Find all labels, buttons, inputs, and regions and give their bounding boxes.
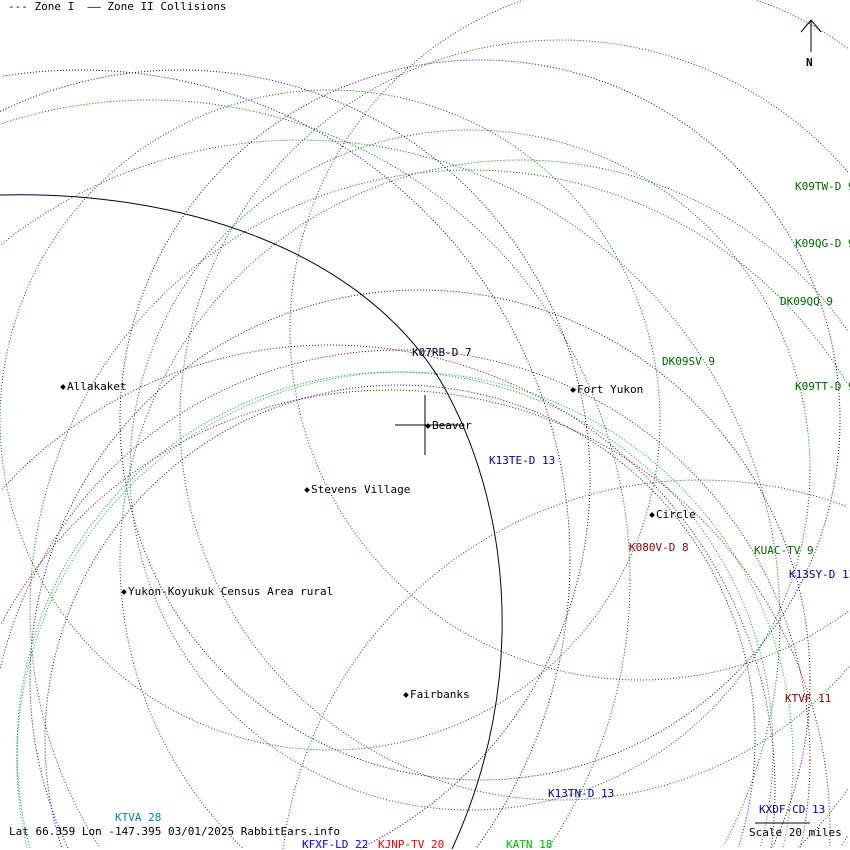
contour-k09tw	[289, 0, 849, 681]
town-marker-icon	[403, 692, 409, 698]
station-dk09qq[interactable]: DK09QQ 9	[780, 295, 833, 308]
footer-coords: Lat 66.359 Lon -147.395 03/01/2025 Rabbi…	[9, 825, 341, 838]
compass-label: N	[806, 56, 813, 69]
town-fairbanks[interactable]: Fairbanks	[403, 688, 470, 701]
contour-kjnp	[1, 389, 831, 846]
town-label: Allakaket	[67, 380, 127, 393]
contour-katn	[16, 371, 794, 848]
town-label: Stevens Village	[311, 483, 411, 496]
contour-green-c	[1, 99, 631, 849]
contour-ktvf	[0, 349, 811, 849]
contour-k13tn	[3, 69, 571, 849]
station-k13te[interactable]: K13TE-D 13	[489, 454, 556, 467]
town-marker-icon	[425, 423, 431, 429]
station-ktva[interactable]: KTVA 28	[115, 811, 162, 824]
contour-k13sy	[119, 59, 841, 781]
north-arrow-head-icon	[800, 19, 822, 33]
station-k08ov[interactable]: K080V-D 8	[629, 541, 689, 554]
town-label: Fairbanks	[410, 688, 470, 701]
station-k09tw[interactable]: K09TW-D 9	[795, 180, 850, 193]
contour-green-b	[282, 479, 848, 849]
town-fort-yukon[interactable]: Fort Yukon	[570, 383, 644, 396]
contour-dk09sv	[29, 169, 848, 847]
contour-kfxf	[44, 384, 756, 847]
station-dk09sv[interactable]: DK09SV 9	[662, 355, 715, 368]
collision-k07rb	[0, 194, 503, 850]
station-kuac[interactable]: KUAC-TV 9	[754, 544, 814, 557]
town-marker-icon	[649, 512, 655, 518]
scale-label: Scale 20 miles	[749, 826, 842, 839]
station-katn[interactable]: KATN 18	[506, 838, 553, 850]
station-k09qg[interactable]: K09QG-D 9	[795, 237, 850, 250]
town-label: Circle	[656, 508, 696, 521]
legend: --- Zone I —— Zone II Collisions	[8, 1, 227, 12]
town-stevens-village[interactable]: Stevens Village	[304, 483, 411, 496]
town-marker-icon	[121, 589, 127, 595]
station-kfxf[interactable]: KFXF-LD 22	[302, 838, 369, 850]
contour-kxdf	[29, 289, 811, 849]
town-circle[interactable]: Circle	[649, 508, 696, 521]
town-marker-icon	[570, 387, 576, 393]
town-label: Yukon-Koyukuk Census Area rural	[128, 585, 334, 598]
legend-zone1: --- Zone I	[8, 0, 75, 13]
contour-kuac	[0, 139, 781, 846]
contour-green-a	[0, 89, 661, 751]
contour-k08ov	[1, 344, 776, 849]
contour-k09qg	[179, 39, 850, 801]
station-ktvf[interactable]: KTVF 11	[785, 692, 832, 705]
town-label: Beaver	[432, 419, 472, 432]
legend-zone2: —— Zone II Collisions	[87, 0, 227, 13]
station-k07rb[interactable]: K07RB-D 7	[412, 346, 472, 359]
contour-k09tt	[119, 159, 849, 849]
station-k13tn[interactable]: K13TN-D 13	[548, 787, 615, 800]
town-yukon-koyukuk[interactable]: Yukon-Koyukuk Census Area rural	[121, 585, 334, 598]
contour-ktva	[16, 371, 774, 848]
town-allakaket[interactable]: Allakaket	[60, 380, 127, 393]
contour-dk09qq	[129, 129, 811, 811]
town-beaver[interactable]: Beaver	[425, 419, 472, 432]
town-marker-icon	[304, 487, 310, 493]
town-marker-icon	[60, 384, 66, 390]
station-kjnp[interactable]: KJNP-TV 20	[378, 838, 445, 850]
station-k13sy[interactable]: K13SY-D 13	[789, 568, 850, 581]
town-label: Fort Yukon	[577, 383, 644, 396]
station-kxdf[interactable]: KXDF-CD 13	[759, 803, 826, 816]
station-k09tt[interactable]: K09TT-D 9	[795, 380, 850, 393]
